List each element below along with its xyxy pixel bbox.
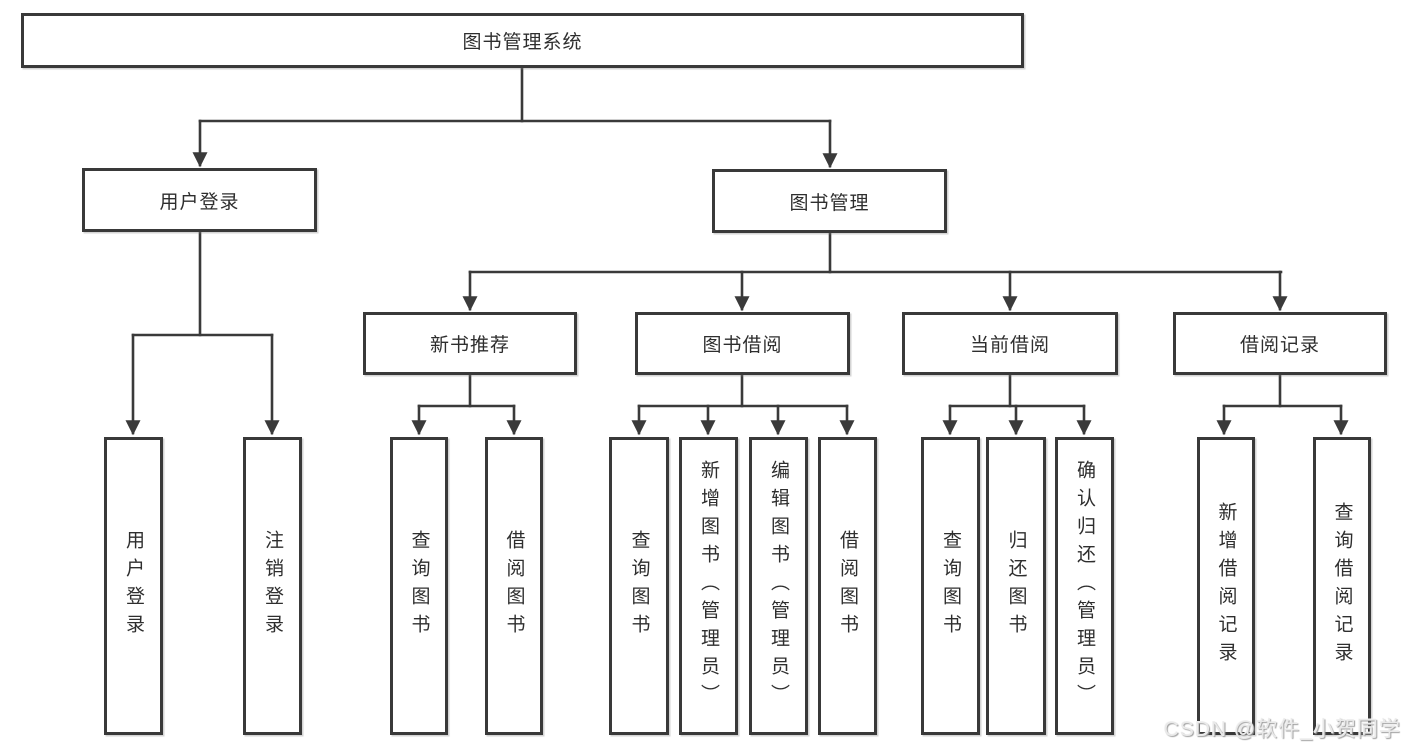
leaf-record-query-borrow-record: 查询借阅记录 xyxy=(1313,437,1371,735)
leaf-borrow-query-books: 查询图书 xyxy=(609,437,669,735)
node-new-book-recommend-label: 新书推荐 xyxy=(429,335,510,356)
leaf-borrow-edit-books-admin-label: 编辑图书（管理员） xyxy=(768,460,789,712)
node-current-borrow: 当前借阅 xyxy=(902,312,1118,375)
node-book-management: 图书管理 xyxy=(712,169,947,233)
leaf-borrow-add-books-admin-label: 新增图书（管理员） xyxy=(698,460,719,712)
leaf-user-login-label: 用户登录 xyxy=(123,530,144,642)
node-current-borrow-label: 当前借阅 xyxy=(969,335,1050,356)
node-borrow-record: 借阅记录 xyxy=(1173,312,1387,375)
leaf-current-return-books: 归还图书 xyxy=(986,437,1046,735)
node-root-system: 图书管理系统 xyxy=(21,13,1024,68)
leaf-newbook-borrow-books-label: 借阅图书 xyxy=(503,530,525,642)
leaf-record-add-borrow-record: 新增借阅记录 xyxy=(1197,437,1255,735)
node-book-borrow: 图书借阅 xyxy=(635,312,850,375)
leaf-logout: 注销登录 xyxy=(243,437,302,735)
watermark: CSDN @软件_小贺同学 xyxy=(1163,718,1401,741)
node-new-book-recommend: 新书推荐 xyxy=(363,312,577,375)
leaf-newbook-query-books-label: 查询图书 xyxy=(408,530,430,642)
leaf-current-confirm-return-admin-label: 确认归还（管理员） xyxy=(1074,460,1095,712)
leaf-current-return-books-label: 归还图书 xyxy=(1005,530,1027,642)
leaf-current-query-books-label: 查询图书 xyxy=(940,530,961,642)
node-user-login-label: 用户登录 xyxy=(159,191,240,213)
node-book-management-label: 图书管理 xyxy=(789,192,870,214)
node-user-login: 用户登录 xyxy=(82,168,317,232)
leaf-newbook-borrow-books: 借阅图书 xyxy=(485,437,543,735)
leaf-borrow-borrow-books: 借阅图书 xyxy=(818,437,877,735)
leaf-record-query-borrow-record-label: 查询借阅记录 xyxy=(1331,502,1353,670)
leaf-newbook-query-books: 查询图书 xyxy=(390,437,448,735)
leaf-borrow-add-books-admin: 新增图书（管理员） xyxy=(679,437,738,735)
leaf-borrow-borrow-books-label: 借阅图书 xyxy=(837,530,858,642)
leaf-record-add-borrow-record-label: 新增借阅记录 xyxy=(1215,502,1237,670)
leaf-user-login: 用户登录 xyxy=(104,437,163,735)
node-borrow-record-label: 借阅记录 xyxy=(1239,335,1320,356)
node-book-borrow-label: 图书借阅 xyxy=(702,335,783,356)
leaf-current-confirm-return-admin: 确认归还（管理员） xyxy=(1055,437,1114,735)
leaf-borrow-edit-books-admin: 编辑图书（管理员） xyxy=(749,437,808,735)
leaf-logout-label: 注销登录 xyxy=(262,530,283,642)
node-root-label: 图书管理系统 xyxy=(462,32,583,53)
leaf-borrow-query-books-label: 查询图书 xyxy=(628,530,650,642)
leaf-current-query-books: 查询图书 xyxy=(921,437,980,735)
